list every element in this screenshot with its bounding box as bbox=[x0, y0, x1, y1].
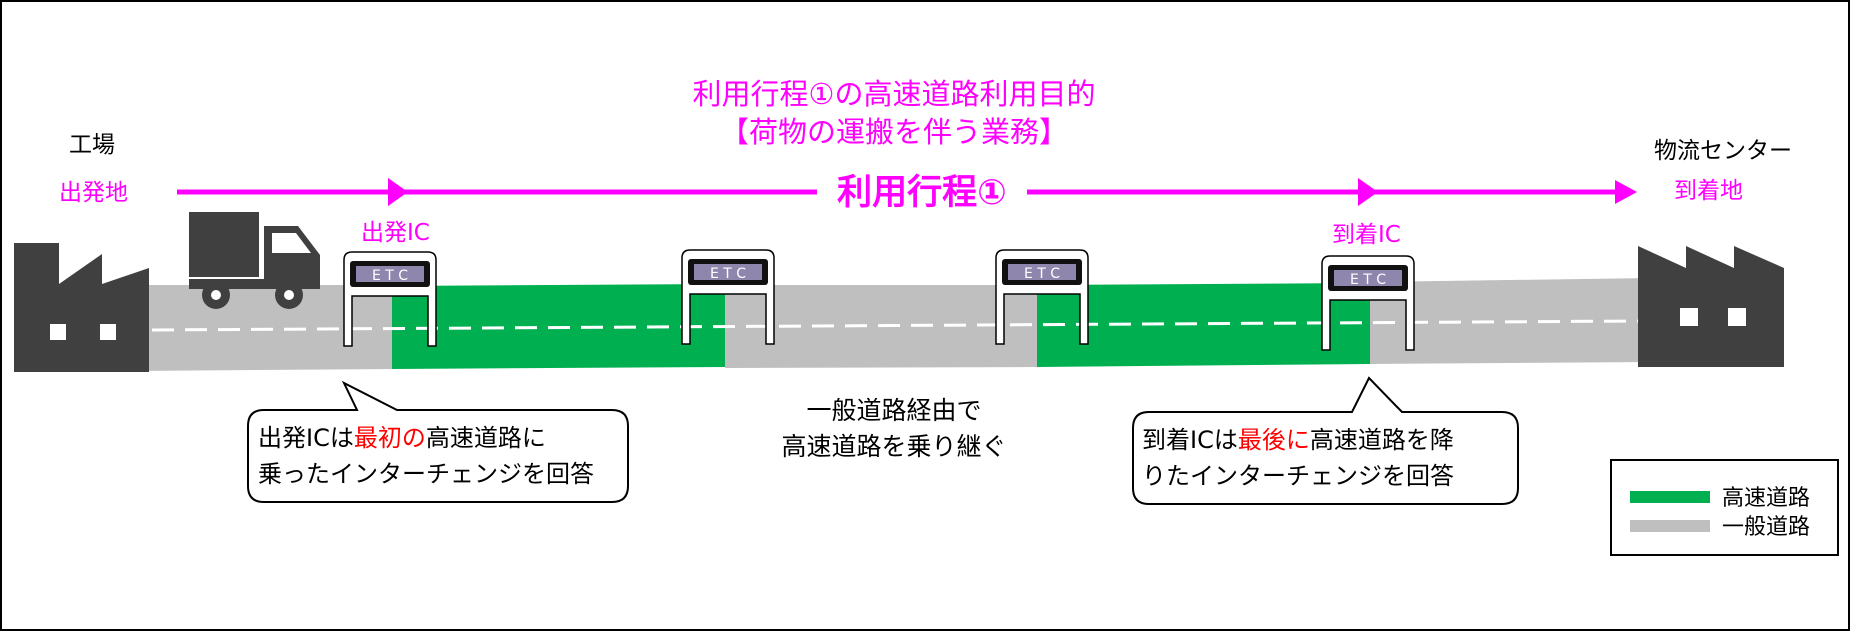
etc-sign-text: E T C bbox=[710, 266, 746, 282]
arrow-head-end bbox=[1615, 180, 1637, 204]
etc-gate-icon: E T C bbox=[343, 251, 437, 347]
callout-left-suffix: 高速道路に bbox=[425, 424, 546, 452]
legend-swatch-general-road bbox=[1630, 520, 1710, 532]
callout-right-line2: りたインターチェンジを回答 bbox=[1142, 462, 1454, 490]
legend-swatch-expressway bbox=[1630, 491, 1710, 503]
etc-sign-text: E T C bbox=[1024, 266, 1060, 282]
callout-right-suffix: 高速道路を降 bbox=[1309, 426, 1454, 454]
arrival-ic-label: 到着IC bbox=[1332, 222, 1401, 248]
callout-left-line2: 乗ったインターチェンジを回答 bbox=[258, 460, 594, 488]
callout-left-balloon bbox=[247, 380, 629, 503]
callout-left-text: 出発ICは最初の高速道路に 乗ったインターチェンジを回答 bbox=[258, 420, 594, 492]
etc-gate-icon: E T C bbox=[1321, 255, 1415, 351]
origin-label: 出発地 bbox=[59, 180, 128, 206]
arrow-head-departure bbox=[388, 178, 408, 206]
road-center-line bbox=[151, 319, 1643, 332]
callout-right-highlight: 最後に bbox=[1237, 426, 1310, 454]
truck-icon bbox=[189, 212, 320, 309]
expressway-segment-2 bbox=[1037, 283, 1370, 367]
etc-gate-icon: E T C bbox=[995, 249, 1089, 345]
purpose-title-line2: 【荷物の運搬を伴う業務】 bbox=[719, 115, 1069, 149]
etc-sign-text: E T C bbox=[1350, 272, 1386, 288]
legend-label-expressway: 高速道路 bbox=[1722, 486, 1811, 511]
middle-note-line2: 高速道路を乗り継ぐ bbox=[781, 432, 1007, 461]
callout-right-prefix: 到着ICは bbox=[1142, 426, 1238, 454]
callout-left-prefix: 出発ICは bbox=[258, 424, 354, 452]
middle-note-line1: 一般道路経由で bbox=[806, 396, 982, 425]
destination-label: 到着地 bbox=[1674, 178, 1743, 204]
departure-ic-label: 出発IC bbox=[361, 220, 430, 246]
purpose-title-line1: 利用行程①の高速道路利用目的 bbox=[692, 77, 1096, 111]
callout-left-highlight: 最初の bbox=[353, 424, 426, 452]
callout-left-line1: 出発ICは最初の高速道路に bbox=[258, 420, 594, 456]
callout-right-balloon bbox=[1132, 376, 1519, 505]
callout-right-line1: 到着ICは最後に高速道路を降 bbox=[1142, 422, 1454, 458]
arrow-head-arrival bbox=[1358, 178, 1378, 206]
etc-sign-text: E T C bbox=[372, 268, 408, 284]
legend-label-general-road: 一般道路 bbox=[1722, 515, 1811, 540]
route-label: 利用行程① bbox=[825, 172, 1019, 214]
callout-right-text: 到着ICは最後に高速道路を降 りたインターチェンジを回答 bbox=[1142, 422, 1454, 494]
origin-name: 工場 bbox=[69, 132, 115, 158]
legend: 高速道路 一般道路 bbox=[1610, 459, 1839, 556]
etc-gate-icon: E T C bbox=[681, 249, 775, 345]
factory-icon bbox=[1638, 246, 1784, 367]
destination-name: 物流センター bbox=[1654, 138, 1792, 164]
factory-icon bbox=[14, 243, 149, 372]
